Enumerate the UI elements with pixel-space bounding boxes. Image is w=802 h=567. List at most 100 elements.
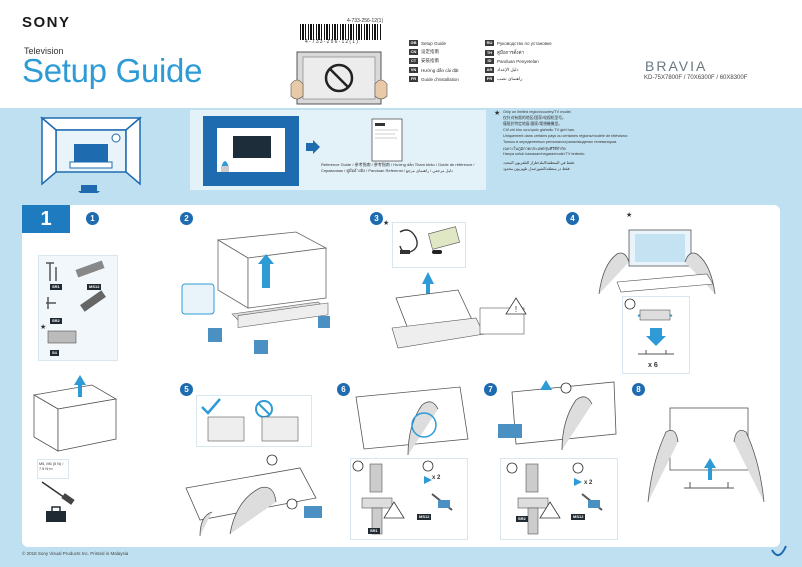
stand-detail-illustration-2 xyxy=(506,462,603,535)
part-chip-sr2-b: SR2 xyxy=(516,516,528,522)
step-number-tab: 1 xyxy=(22,205,70,233)
note-line: Only on limited region/country/TV model. xyxy=(503,110,572,114)
quantity-x6: x 6 xyxy=(648,362,658,369)
substep-1-badge: 1 xyxy=(86,212,99,225)
note-line: Uniquement dans certains pays ou certain… xyxy=(503,134,629,138)
language-code-badge: FR xyxy=(409,76,418,82)
language-label: คู่มือการตั้งค่า xyxy=(497,50,525,55)
cover-tv-illustration xyxy=(290,51,388,105)
right-arrow-icon xyxy=(306,140,320,154)
lift-box-illustration xyxy=(181,231,330,354)
reference-guide-booklet xyxy=(371,118,403,162)
doc-code: 4-733-256-12(1) xyxy=(347,18,384,24)
language-code-badge: VN xyxy=(409,67,418,73)
language-label: Руководство по установке xyxy=(497,40,552,46)
quantity-x2-b: x 2 xyxy=(584,480,593,486)
language-label: 设定指南 xyxy=(421,49,439,54)
svg-text:!: ! xyxy=(515,305,517,314)
language-code-badge: CT xyxy=(409,58,418,64)
part-chip-sr1: SR1 xyxy=(50,284,62,290)
language-label: Panduan Penyetelan xyxy=(497,58,539,64)
language-code-badge: CN xyxy=(409,49,418,55)
language-code-badge: AR xyxy=(485,67,494,73)
language-label: Guide d'installation xyxy=(421,76,459,82)
substep-4-badge: 4 xyxy=(566,212,579,225)
language-code-badge: TH xyxy=(485,49,494,56)
model-numbers: KD-75X7800F / 70X6300F / 60X8300F xyxy=(644,75,748,81)
cable-and-bag-illustration xyxy=(399,226,460,254)
language-label: Hướng dẫn cài đặt xyxy=(421,67,459,73)
tv-in-base-illustration: ! xyxy=(391,272,527,349)
attach-stand-illustration xyxy=(185,454,322,537)
page-title: Setup Guide xyxy=(22,52,203,89)
quantity-x2-a: x 2 xyxy=(432,475,441,481)
part-chip-s4: S4 xyxy=(50,350,59,356)
barcode xyxy=(300,24,382,40)
note-star-icon: ★ xyxy=(494,110,501,117)
corner-check-icon xyxy=(771,545,787,557)
screw-spec-box xyxy=(37,459,69,479)
screw-spec-label: M5, M6 (5 N) / 7.5 N·m xyxy=(39,462,64,471)
copyright: © 2018 Sony Visual Products Inc. Printed… xyxy=(22,551,129,556)
language-code-badge: GB xyxy=(409,40,418,46)
toolbox-icon xyxy=(46,506,66,522)
substep-7-badge: 7 xyxy=(484,383,497,396)
second-stand-illustration xyxy=(498,380,617,451)
stand-up-tv-illustration xyxy=(647,407,765,503)
series-name: BRAVIA xyxy=(645,58,708,74)
product-category: Television xyxy=(24,46,64,56)
substep-8-badge: 8 xyxy=(632,383,645,396)
note-line: Chỉ với khu vực/quốc gia/mẫu TV giới hạn… xyxy=(503,128,576,132)
part-chip-ms12: MS12 xyxy=(87,284,102,290)
note-line: فقط في المنطقة/البلد/طراز التلفزيون المح… xyxy=(503,161,575,165)
note-line: فقط در منطقه/کشور/مدل تلویزیون محدود. xyxy=(503,167,571,171)
substep-5-badge: 5 xyxy=(180,383,193,396)
language-label: Setup Guide xyxy=(421,40,447,46)
barcode-number: 4-733-256-12(1) xyxy=(305,39,360,45)
parts-illustration xyxy=(46,260,106,344)
note-line: Только в определенных регионах/странах/м… xyxy=(503,140,618,144)
substep-6-badge: 6 xyxy=(337,383,350,396)
grip-do-dont-illustration xyxy=(201,398,299,442)
sony-logo: SONY xyxy=(22,14,71,31)
language-code-badge: RU xyxy=(485,40,494,46)
star-icon-3: ★ xyxy=(626,212,633,219)
language-label: راهنمای نصب xyxy=(497,76,523,81)
part-chip-sr1-b: SR1 xyxy=(368,528,380,534)
stand-detail-illustration xyxy=(352,460,453,535)
note-line: 僅限於特定地區/國家/電視機機型。 xyxy=(503,122,563,126)
note-line: Hanya untuk kawasan/negara/model TV tert… xyxy=(503,152,586,156)
language-label: 安裝指南 xyxy=(421,58,439,63)
language-code-badge: ID xyxy=(485,58,494,64)
part-chip-sr2: SR2 xyxy=(50,318,62,324)
note-line: เฉพาะในภูมิภาค/ประเทศ/รุ่นทีวีที่จำกัด xyxy=(503,147,566,151)
remove-cushion-illustration xyxy=(624,298,674,355)
open-box-illustration xyxy=(32,375,118,452)
language-label: دليل الإعداد xyxy=(497,67,519,72)
substep-2-badge: 2 xyxy=(180,212,193,225)
star-icon-2: ★ xyxy=(383,220,390,227)
substep-3-badge: 3 xyxy=(370,212,383,225)
wall-tv-illustration xyxy=(217,128,285,172)
reference-guide-text: Reference Guide / 参考指南 / 參考指南 / Hướng dẫ… xyxy=(321,162,475,173)
language-code-badge: PR xyxy=(485,76,494,82)
room-placement-illustration xyxy=(39,116,143,186)
part-chip-ms12-b: MS12 xyxy=(417,514,432,520)
two-person-lift-illustration xyxy=(598,229,716,295)
stand-insert-illustration xyxy=(355,386,469,456)
screwdriver-icon xyxy=(41,481,75,505)
part-chip-ms12-c: MS12 xyxy=(571,514,586,520)
note-line: 仅针对有限的地区/国家/电视机型号。 xyxy=(503,116,566,120)
stand-detail-panel-2 xyxy=(500,458,618,540)
star-icon: ★ xyxy=(40,324,47,331)
